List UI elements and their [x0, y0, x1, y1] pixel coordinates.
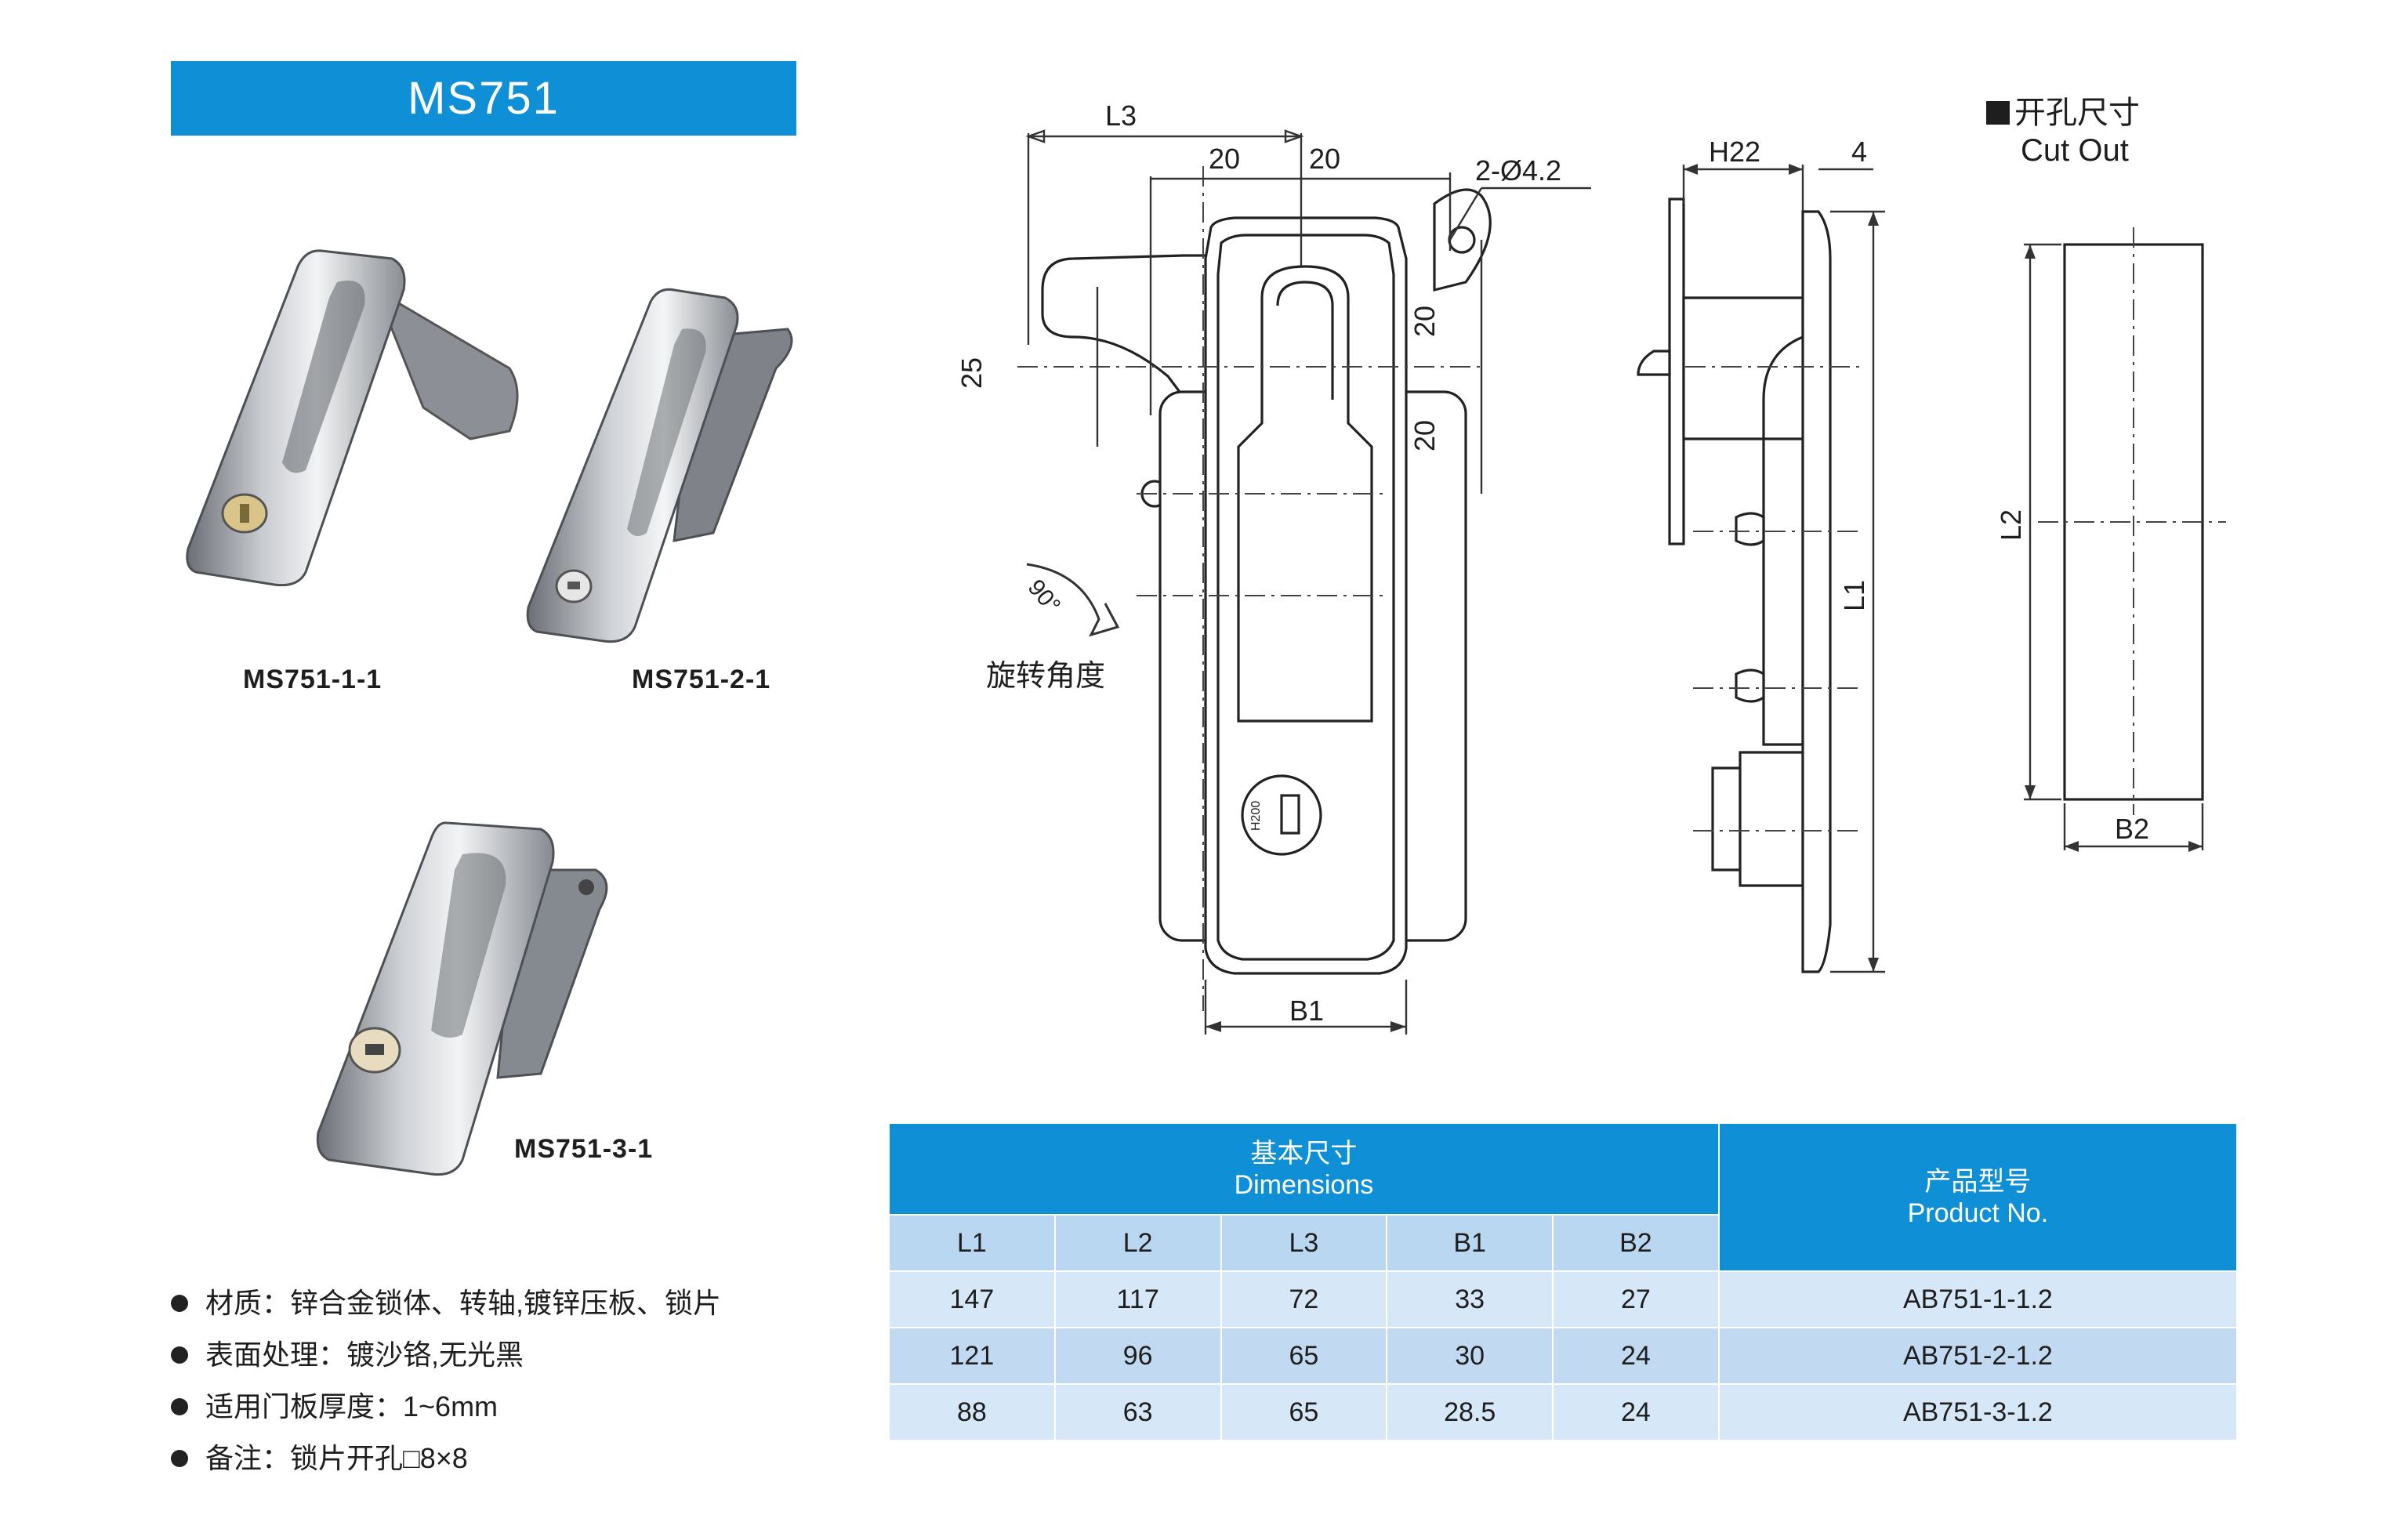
column-header-b1: B1: [1386, 1214, 1554, 1272]
dim-h22: H22: [1709, 136, 1760, 168]
product-label-ms751-2-1: MS751-2-1: [632, 665, 771, 694]
side-view: H22 4 L1: [1637, 136, 1885, 973]
dim-l3: L3: [1105, 102, 1137, 132]
dim-right-20: 20: [1309, 143, 1340, 175]
column-header-l1: L1: [888, 1214, 1056, 1272]
dim-25: 25: [955, 357, 988, 389]
rotation-angle: 90°: [1023, 574, 1065, 618]
square-icon: [1986, 101, 2010, 125]
dim-20-lower: 20: [1409, 420, 1441, 451]
cutout-heading-en: Cut Out: [2021, 133, 2129, 168]
cutout-heading: 开孔尺寸 Cut Out: [1986, 94, 2140, 169]
dim-left-20: 20: [1209, 143, 1240, 175]
rotation-label: 旋转角度: [986, 660, 1105, 693]
dim-b2: B2: [2115, 813, 2149, 845]
spec-item-finish: 表面处理：镀沙铬,无光黑: [165, 1329, 721, 1381]
bullet-icon: [171, 1346, 188, 1364]
table-product-header: 产品型号 Product No.: [1717, 1122, 2239, 1272]
dim-20-upper: 20: [1409, 306, 1441, 337]
column-header-b2: B2: [1552, 1214, 1720, 1272]
product-label-ms751-1-1: MS751-1-1: [243, 665, 383, 694]
spec-item-note: 备注：锁片开孔□8×8: [165, 1433, 721, 1484]
page-title: MS751: [171, 61, 796, 136]
table-row: 147 117 72 33 27 AB751-1-1.2: [888, 1270, 2239, 1328]
product-photo-ms751-1-1: [180, 243, 541, 611]
column-header-l3: L3: [1220, 1214, 1388, 1272]
dim-hole: 2-Ø4.2: [1475, 154, 1561, 187]
dim-4: 4: [1851, 136, 1867, 168]
table-row: 121 96 65 30 24 AB751-2-1.2: [888, 1327, 2239, 1385]
spec-item-thickness: 适用门板厚度：1~6mm: [165, 1381, 721, 1433]
technical-drawing: H200 L3 20: [886, 100, 2297, 1078]
table-row: 88 63 65 28.5 24 AB751-3-1.2: [888, 1383, 2239, 1441]
dim-l2: L2: [1995, 509, 2027, 541]
dimensions-table: 基本尺寸 Dimensions 产品型号 Product No. L1 L2 L…: [888, 1122, 2239, 1441]
dim-l1: L1: [1838, 580, 1870, 611]
key-mark: H200: [1249, 801, 1263, 831]
product-label-ms751-3-1: MS751-3-1: [514, 1134, 654, 1164]
bullet-icon: [171, 1398, 188, 1415]
spec-item-material: 材质：锌合金锁体、转轴,镀锌压板、锁片: [165, 1277, 721, 1329]
front-view: H200 L3 20: [955, 100, 1591, 1035]
product-photo-ms751-3-1: [306, 815, 635, 1183]
column-header-l2: L2: [1053, 1214, 1222, 1272]
spec-list: 材质：锌合金锁体、转轴,镀锌压板、锁片 表面处理：镀沙铬,无光黑 适用门板厚度：…: [165, 1277, 721, 1484]
product-photo-ms751-2-1: [517, 282, 815, 658]
bullet-icon: [171, 1450, 188, 1467]
table-group-header: 基本尺寸 Dimensions: [888, 1122, 1720, 1216]
bullet-icon: [171, 1295, 188, 1312]
cutout-heading-cn: 开孔尺寸: [2014, 96, 2140, 130]
cutout-view: L2 B2: [1995, 227, 2226, 852]
dim-b1: B1: [1289, 995, 1324, 1027]
